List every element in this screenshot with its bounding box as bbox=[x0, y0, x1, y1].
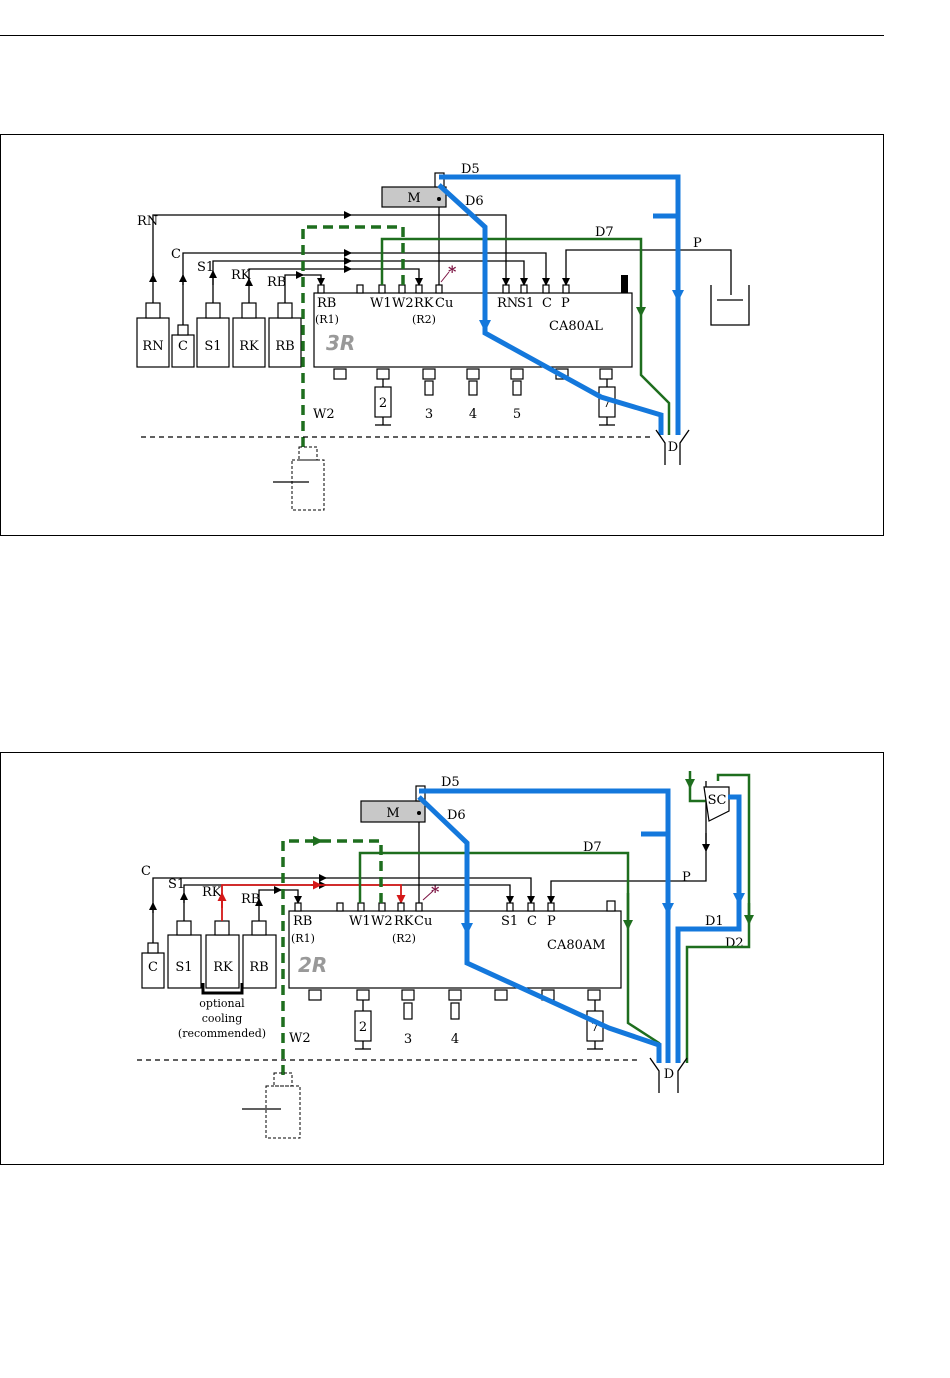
port-label: Cu bbox=[435, 296, 453, 311]
p-label: P bbox=[693, 236, 702, 251]
bottle-label: RN bbox=[142, 339, 163, 354]
port-label: W1 bbox=[370, 296, 392, 311]
line-label: RB bbox=[267, 275, 286, 290]
bottles: C S1 RK RB optional cooling (recommended… bbox=[142, 921, 276, 1040]
sc-label: SC bbox=[708, 793, 727, 808]
port-label: RK bbox=[414, 296, 434, 311]
valve-label: 3 bbox=[404, 1032, 412, 1047]
cooling-note: cooling bbox=[202, 1012, 243, 1025]
port-label: W2 bbox=[371, 914, 393, 929]
drain-label: D6 bbox=[465, 194, 484, 209]
motor-label: M bbox=[386, 806, 399, 821]
port-label: C bbox=[542, 296, 552, 311]
motor-label: M bbox=[407, 191, 420, 206]
w2-label: W2 bbox=[313, 407, 335, 422]
drain-label: D2 bbox=[725, 936, 744, 951]
sample-beaker bbox=[711, 285, 749, 325]
bottle-label: RK bbox=[213, 960, 233, 975]
device-name: CA80AM bbox=[547, 938, 606, 953]
line-label: RK bbox=[231, 268, 251, 283]
port-label: RN bbox=[497, 296, 518, 311]
p-label: P bbox=[682, 870, 691, 885]
port-sub: (R2) bbox=[412, 313, 436, 326]
port-label: Cu bbox=[414, 914, 432, 929]
device-name: CA80AL bbox=[549, 319, 603, 334]
valves: 2 3 4 7 bbox=[309, 990, 603, 1049]
valve-label: 2 bbox=[379, 396, 387, 411]
line-label: S1 bbox=[168, 877, 185, 892]
port-label: RB bbox=[293, 914, 312, 929]
badge: 2R bbox=[298, 953, 327, 977]
port-label: RK bbox=[394, 914, 414, 929]
bottle-label: S1 bbox=[204, 339, 221, 354]
valve-label: 4 bbox=[469, 407, 477, 422]
port-label: RB bbox=[317, 296, 336, 311]
badge: 3R bbox=[326, 331, 355, 355]
bottle-label: C bbox=[148, 960, 158, 975]
bottle-label: RB bbox=[249, 960, 268, 975]
valve-label: 2 bbox=[359, 1020, 367, 1035]
line-label: C bbox=[171, 247, 181, 262]
valves: 2 3 4 5 7 bbox=[334, 369, 615, 425]
bottles: RN C S1 RK RB bbox=[137, 303, 301, 367]
port-sub: (R1) bbox=[291, 932, 315, 945]
bottle-label: C bbox=[178, 339, 188, 354]
waste-canister bbox=[266, 1086, 300, 1138]
line-label: RN bbox=[137, 214, 158, 229]
port-sub: (R1) bbox=[315, 313, 339, 326]
bottle-label: S1 bbox=[175, 960, 192, 975]
diagram-ca80al: RN C S1 RK RB RN C S1 RK RB P M D 5 D6 bbox=[1, 135, 885, 537]
line-label: RK bbox=[202, 885, 222, 900]
valve-label: 4 bbox=[451, 1032, 459, 1047]
sc-inlet bbox=[690, 781, 706, 801]
drain-label: D5 bbox=[441, 775, 460, 790]
bottle-label: RK bbox=[239, 339, 259, 354]
w2-label: W2 bbox=[289, 1031, 311, 1046]
line-label: RB bbox=[241, 892, 260, 907]
drain-label-d: D bbox=[668, 440, 678, 455]
port-label: S1 bbox=[517, 296, 534, 311]
port-sub: (R2) bbox=[392, 932, 416, 945]
drain-label: D6 bbox=[447, 808, 466, 823]
port-label: C bbox=[527, 914, 537, 929]
port-label: W1 bbox=[349, 914, 371, 929]
port-label: P bbox=[547, 914, 556, 929]
port-label: S1 bbox=[501, 914, 518, 929]
valve-label: 5 bbox=[513, 407, 521, 422]
diagram-ca80am: C S1 RK RB optional cooling (recommended… bbox=[1, 753, 885, 1166]
line-label: S1 bbox=[197, 260, 214, 275]
drain-label-d: D bbox=[664, 1067, 674, 1082]
bottle-label: RB bbox=[275, 339, 294, 354]
port-label: P bbox=[561, 296, 570, 311]
port-label: W2 bbox=[392, 296, 414, 311]
diagram-panel-ca80am: C S1 RK RB optional cooling (recommended… bbox=[0, 752, 884, 1165]
header-rule bbox=[0, 35, 884, 36]
line-label: C bbox=[141, 864, 151, 879]
valve-label: 3 bbox=[425, 407, 433, 422]
cooling-note: optional bbox=[199, 997, 245, 1010]
cooling-note: (recommended) bbox=[178, 1027, 266, 1040]
waste-canister bbox=[292, 460, 324, 510]
diagram-panel-ca80al: RN C S1 RK RB RN C S1 RK RB P M D 5 D6 bbox=[0, 134, 884, 536]
star-marker: * bbox=[448, 262, 457, 281]
